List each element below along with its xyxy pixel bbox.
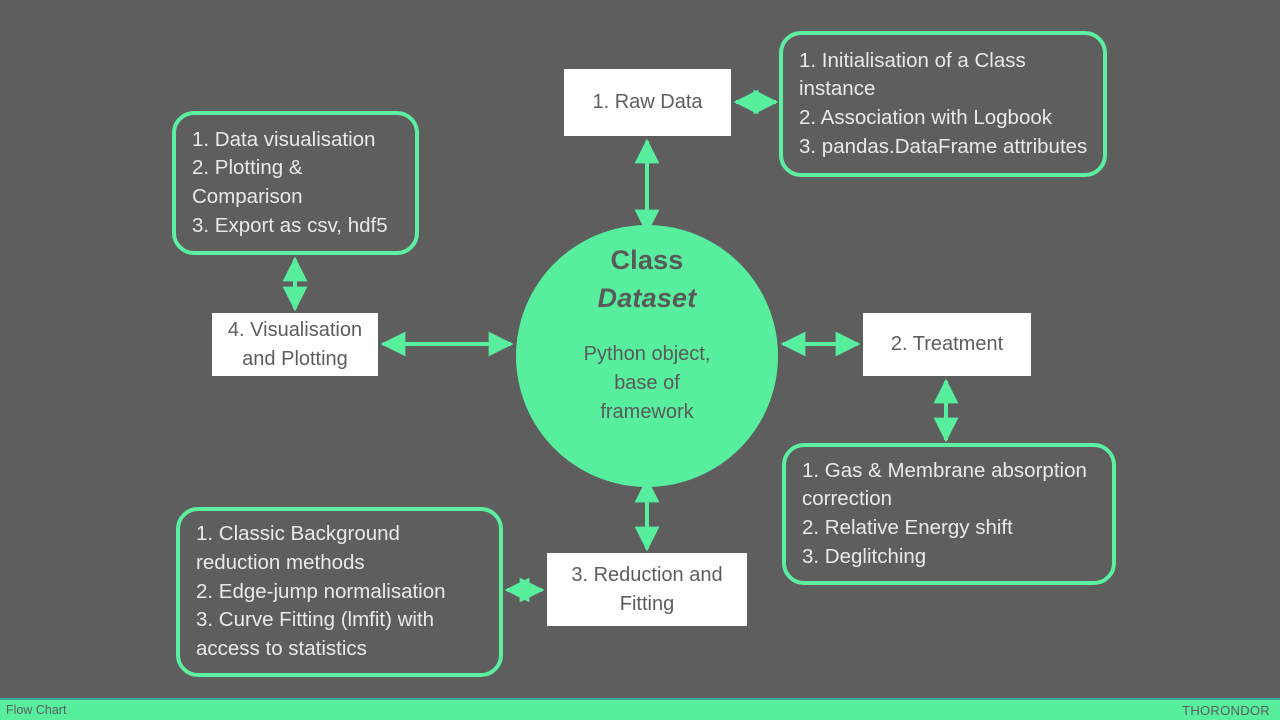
node-class-dataset-title: Class Dataset <box>598 241 697 318</box>
callout-initialisation-line3: 2. Association with Logbook <box>799 106 1052 129</box>
node-visualisation-and-plotting[interactable]: 4. Visualisation and Plotting <box>212 313 378 376</box>
callout-visualisation[interactable]: 1. Data visualisation 2. Plotting & Comp… <box>172 111 419 255</box>
callout-reduction-line1: 1. Classic Background <box>196 522 400 546</box>
node-raw-data-label: 1. Raw Data <box>592 91 703 114</box>
callout-treatment-line3: 2. Relative Energy shift <box>802 516 1013 539</box>
callout-treatment-line4: 3. Deglitching <box>802 544 927 568</box>
node-treatment[interactable]: 2. Treatment <box>863 313 1031 376</box>
callout-treatment-line1: 1. Gas & Membrane absorption <box>802 458 1087 482</box>
node-reduction-and-fitting[interactable]: 3. Reduction and Fitting <box>547 553 747 626</box>
callout-initialisation-line2: instance <box>799 77 876 101</box>
callout-initialisation-line4: 3. pandas.DataFrame attributes <box>799 134 1088 158</box>
callout-treatment[interactable]: 1. Gas & Membrane absorption correction … <box>782 443 1116 585</box>
callout-initialisation[interactable]: 1. Initialisation of a Class instance 2.… <box>779 31 1107 177</box>
callout-visualisation-line1: 1. Data visualisation <box>192 127 376 151</box>
callout-reduction-line5: access to statistics <box>196 637 367 661</box>
node-reduction-and-fitting-label: 3. Reduction and Fitting <box>571 561 722 618</box>
node-class-dataset-subtitle-line2: base of <box>614 372 680 395</box>
callout-reduction-line2: reduction methods <box>196 550 365 574</box>
node-class-dataset-title-line1: Class <box>610 245 684 275</box>
node-class-dataset-subtitle-line3: framework <box>600 401 694 424</box>
callout-reduction[interactable]: 1. Classic Background reduction methods … <box>176 507 503 677</box>
node-class-dataset-subtitle: Python object, base of framework <box>584 340 711 428</box>
callout-reduction-line3: 2. Edge-jump normalisation <box>196 579 446 603</box>
status-bar-right-label: THORONDOR <box>1182 702 1270 718</box>
node-raw-data[interactable]: 1. Raw Data <box>564 69 731 136</box>
node-reduction-line1: 3. Reduction and <box>571 564 723 587</box>
callout-reduction-line4: 3. Curve Fitting (lmfit) with <box>196 608 435 632</box>
node-visualisation-and-plotting-label: 4. Visualisation and Plotting <box>228 316 362 373</box>
status-bar-left-label: Flow Chart <box>6 703 67 717</box>
node-visualisation-line1: 4. Visualisation <box>227 319 363 342</box>
callout-visualisation-line3: Comparison <box>192 185 303 208</box>
status-bar: Flow Chart THORONDOR <box>0 698 1280 720</box>
node-reduction-line2: Fitting <box>619 592 675 615</box>
callout-treatment-line2: correction <box>802 487 893 511</box>
node-class-dataset-title-line2: Dataset <box>597 283 697 314</box>
callout-visualisation-line2: 2. Plotting & <box>192 156 303 180</box>
node-class-dataset-subtitle-line1: Python object, <box>583 342 711 365</box>
node-class-dataset[interactable]: Class Dataset Python object, base of fra… <box>516 225 778 487</box>
callout-visualisation-line4: 3. Export as csv, hdf5 <box>192 213 388 237</box>
callout-initialisation-line1: 1. Initialisation of a Class <box>799 48 1026 72</box>
node-treatment-label: 2. Treatment <box>890 333 1004 356</box>
node-visualisation-line2: and Plotting <box>242 347 348 370</box>
